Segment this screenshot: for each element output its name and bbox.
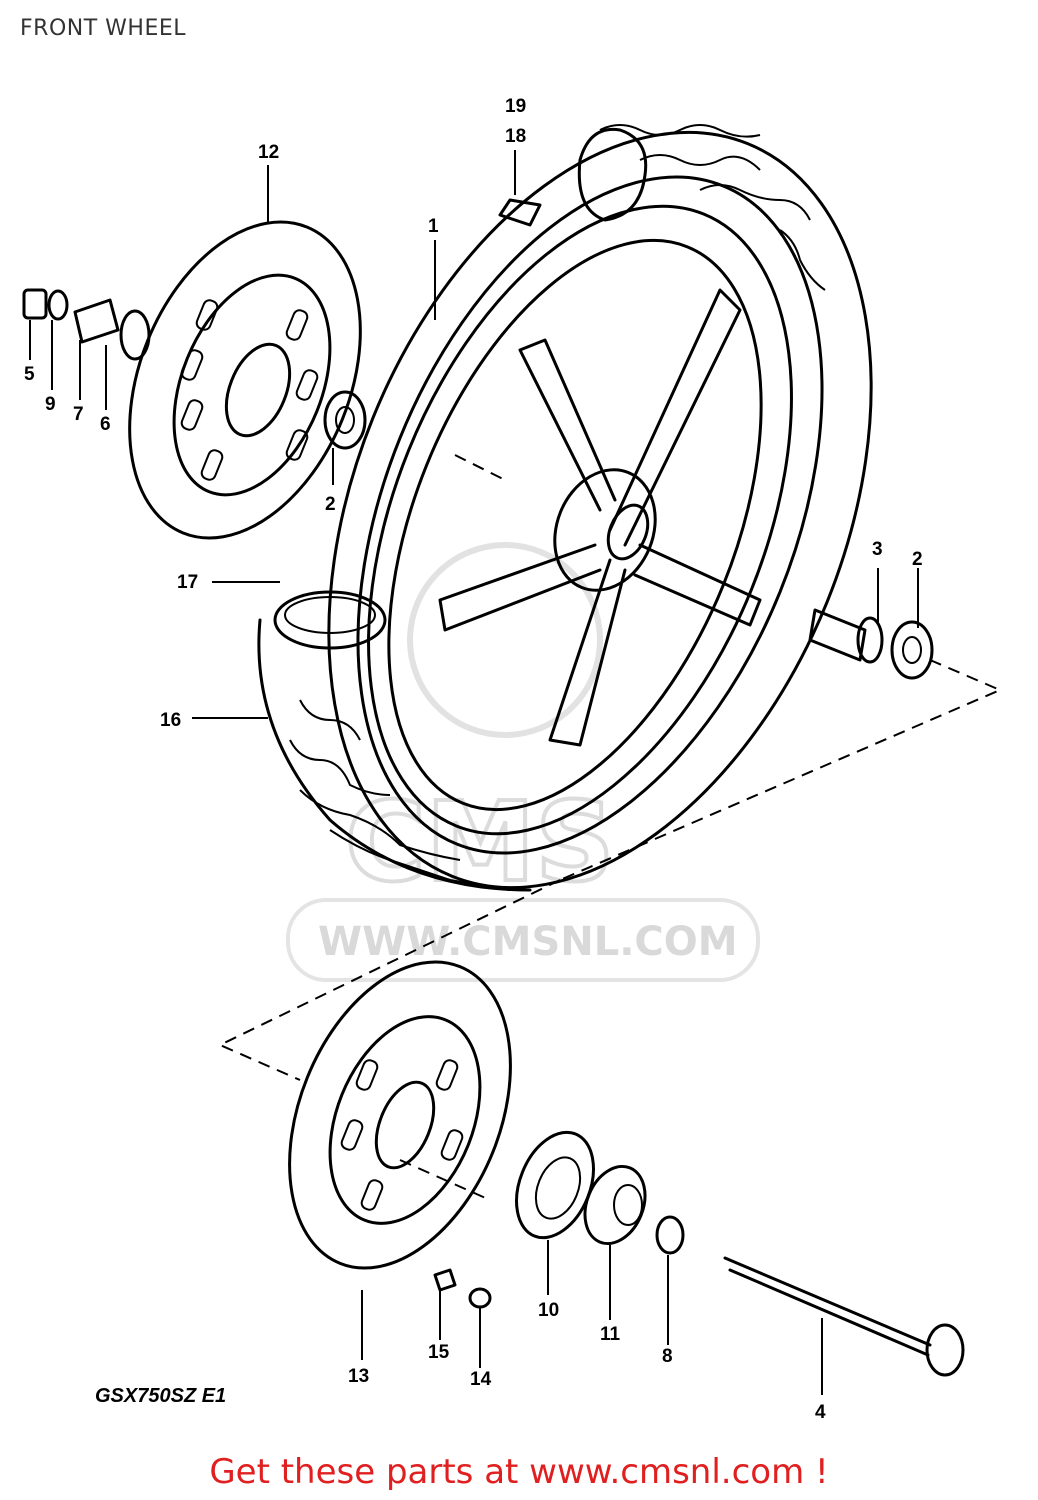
- callout-13: 13: [348, 1366, 369, 1387]
- lock-washer-15: [433, 1268, 457, 1292]
- bearing-2-right: [890, 620, 934, 680]
- rim-band-17: [284, 596, 376, 634]
- page-title: FRONT WHEEL: [20, 16, 186, 41]
- callout-17: 17: [177, 572, 198, 593]
- brake-disc-lower: [288, 960, 512, 1270]
- callout-11: 11: [600, 1324, 621, 1345]
- collar-6: [119, 309, 151, 361]
- tire-outer: [327, 130, 873, 890]
- washer-9: [47, 289, 69, 321]
- callout-19: 19: [505, 96, 526, 117]
- tire-section-bottom: [273, 590, 387, 650]
- callout-14: 14: [470, 1369, 492, 1390]
- rim-outer: [367, 204, 793, 836]
- assembly-lines: [217, 454, 1003, 1201]
- callout-labels: 1 2 2 3 4 5 6 7 8 9 10 11 12 13 14 15 16…: [24, 96, 923, 1423]
- callout-16: 16: [160, 710, 181, 731]
- callout-18: 18: [505, 126, 526, 147]
- watermark-banner: [286, 898, 760, 982]
- callout-10: 10: [538, 1300, 559, 1321]
- valve-18-19: [498, 198, 542, 227]
- wheel-hub: [553, 468, 657, 592]
- exploded-parts-diagram: CMS WWW.CMSNL.COM: [22, 96, 1003, 1423]
- bearing-2-left: [323, 390, 367, 450]
- rim-inner: [387, 238, 763, 812]
- tire-section-bottom-body: [257, 618, 532, 892]
- tire-tread: [289, 124, 826, 891]
- callout-8: 8: [662, 1346, 673, 1367]
- callout-2: 2: [912, 549, 923, 570]
- callout-15: 15: [428, 1342, 450, 1363]
- watermark-mascot: [407, 542, 603, 738]
- callout-6: 6: [100, 414, 111, 435]
- tire-section-top: [577, 127, 648, 222]
- watermark-url: WWW.CMSNL.COM: [318, 919, 738, 965]
- spacer-3: [808, 608, 884, 664]
- wheel-spokes: [438, 288, 762, 747]
- promo-link[interactable]: Get these parts at www.cmsnl.com !: [209, 1452, 829, 1492]
- callout-3: 3: [872, 539, 883, 560]
- spacer-8: [655, 1215, 685, 1255]
- bolt-14: [468, 1287, 492, 1309]
- model-code-label: GSX750SZ E1: [95, 1385, 226, 1407]
- callout-7: 7: [73, 404, 84, 425]
- callout-4: 4: [815, 1402, 826, 1423]
- wheel-assembly: [257, 124, 873, 892]
- callout-9: 9: [45, 394, 56, 415]
- callout-2: 2: [325, 494, 336, 515]
- axle-nut-5: [22, 288, 48, 320]
- wheel-hub-bore: [606, 503, 650, 561]
- callout-1: 1: [428, 216, 439, 237]
- leader-lines: [29, 150, 919, 1395]
- spacer-7: [73, 298, 120, 344]
- callout-12: 12: [258, 142, 279, 163]
- brake-disc-upper: [128, 220, 362, 540]
- speedometer-gearbox-11: [583, 1164, 647, 1246]
- callout-5: 5: [24, 364, 35, 385]
- axle-4: [723, 1256, 965, 1377]
